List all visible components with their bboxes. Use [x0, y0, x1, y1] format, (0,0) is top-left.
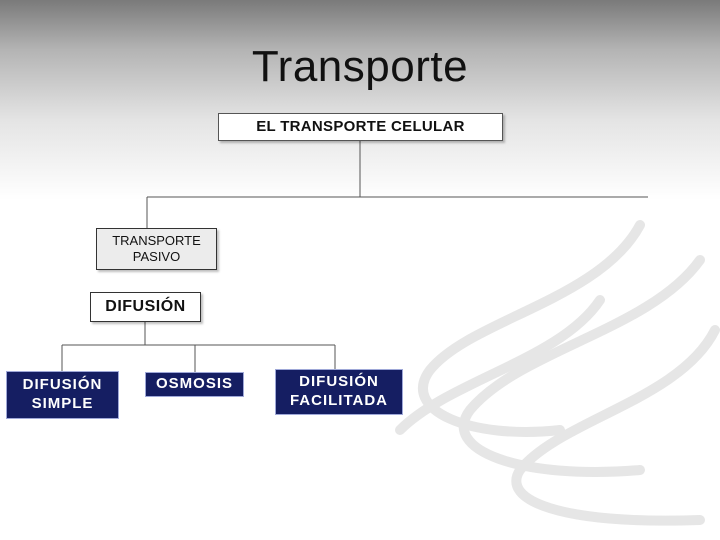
- node-transporte-celular: EL TRANSPORTE CELULAR: [218, 113, 503, 141]
- node-label: OSMOSIS: [155, 375, 233, 393]
- node-label: DIFUSIÓN: [105, 298, 186, 315]
- node-label: DIFUSIÓN FACILITADA: [289, 373, 389, 409]
- node-difusion: DIFUSIÓN: [90, 292, 201, 322]
- node-difusion-simple: DIFUSIÓN SIMPLE: [6, 371, 119, 419]
- node-difusion-facilitada: DIFUSIÓN FACILITADA: [275, 369, 403, 415]
- node-label: TRANSPORTE PASIVO: [112, 232, 201, 264]
- slide-title: Transporte: [251, 42, 469, 91]
- node-transporte-pasivo: TRANSPORTE PASIVO: [96, 228, 217, 270]
- node-osmosis: OSMOSIS: [145, 372, 244, 397]
- node-label: EL TRANSPORTE CELULAR: [256, 117, 465, 135]
- node-label: DIFUSIÓN SIMPLE: [22, 376, 103, 412]
